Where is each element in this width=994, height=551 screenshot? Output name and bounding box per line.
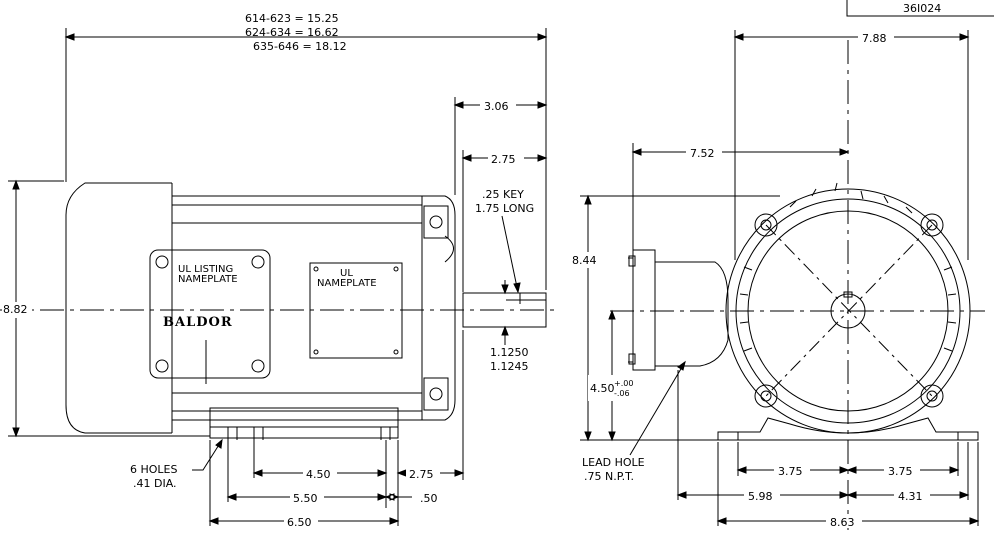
end-bell (422, 195, 456, 421)
lead-hole-1: LEAD HOLE (582, 456, 645, 469)
foot-5-50-dim: 5.50 (293, 492, 318, 505)
motor-frame (171, 195, 423, 421)
shaft-dia-min: 1.1245 (490, 360, 529, 373)
center-tol-minus: -.06 (614, 389, 630, 398)
conduit-box (632, 249, 729, 371)
foot-6-50-dim: 6.50 (287, 516, 312, 529)
holes-note-1: 6 HOLES (130, 463, 178, 476)
fan-cover (65, 182, 172, 434)
end-view: 7.88 7.52 8.44 4.50 +.00 -.06 LEAD HOLE … (570, 30, 985, 530)
height-8-44-dim: 8.44 (572, 254, 597, 267)
overall-length-2: 624-634 = 16.62 (245, 26, 339, 39)
ul-listing-nameplate (149, 249, 271, 379)
key-length-dim: 2.75 (491, 153, 516, 166)
height-dim: 8.82 (3, 303, 28, 316)
box-offset-dim: 7.52 (690, 147, 715, 160)
motor-base (209, 407, 399, 439)
front-view: UL LISTING NAMEPLATE BALDOR UL NAMEPLATE… (0, 12, 560, 529)
drawing-number-box: 36I024 (846, 0, 994, 17)
key-note-1: .25 KEY (482, 188, 524, 201)
lead-hole-2: .75 N.P.T. (584, 470, 634, 483)
foot-left-dim: 3.75 (778, 465, 803, 478)
shaft-extension-dim: 3.06 (484, 100, 509, 113)
overall-length-1: 614-623 = 15.25 (245, 12, 339, 25)
box-to-center-dim: 5.98 (748, 490, 773, 503)
drawing-number: 36I024 (903, 2, 941, 15)
end-base (717, 417, 979, 441)
foot-0-50-dim: .50 (420, 492, 438, 505)
ul-label-2: NAMEPLATE (317, 278, 377, 289)
holes-note-2: .41 DIA. (133, 477, 177, 490)
overall-length-3: 635-646 = 18.12 (253, 40, 347, 53)
center-to-edge-dim: 4.31 (898, 490, 923, 503)
key-note-2: 1.75 LONG (475, 202, 534, 215)
foot-right-dim: 3.75 (888, 465, 913, 478)
center-tol-plus: +.00 (614, 379, 633, 388)
end-width-top-dim: 7.88 (862, 32, 887, 45)
brand-logo-text: BALDOR (163, 315, 233, 330)
foot-4-50-dim: 4.50 (306, 468, 331, 481)
center-height-dim: 4.50 (590, 382, 615, 395)
ul-label-1: UL (340, 268, 353, 279)
base-width-dim: 8.63 (830, 516, 855, 529)
foot-2-75-dim: 2.75 (409, 468, 434, 481)
ul-listing-label-1: UL LISTING (178, 264, 233, 275)
ul-listing-label-2: NAMEPLATE (178, 274, 238, 285)
shaft-dia-max: 1.1250 (490, 346, 529, 359)
